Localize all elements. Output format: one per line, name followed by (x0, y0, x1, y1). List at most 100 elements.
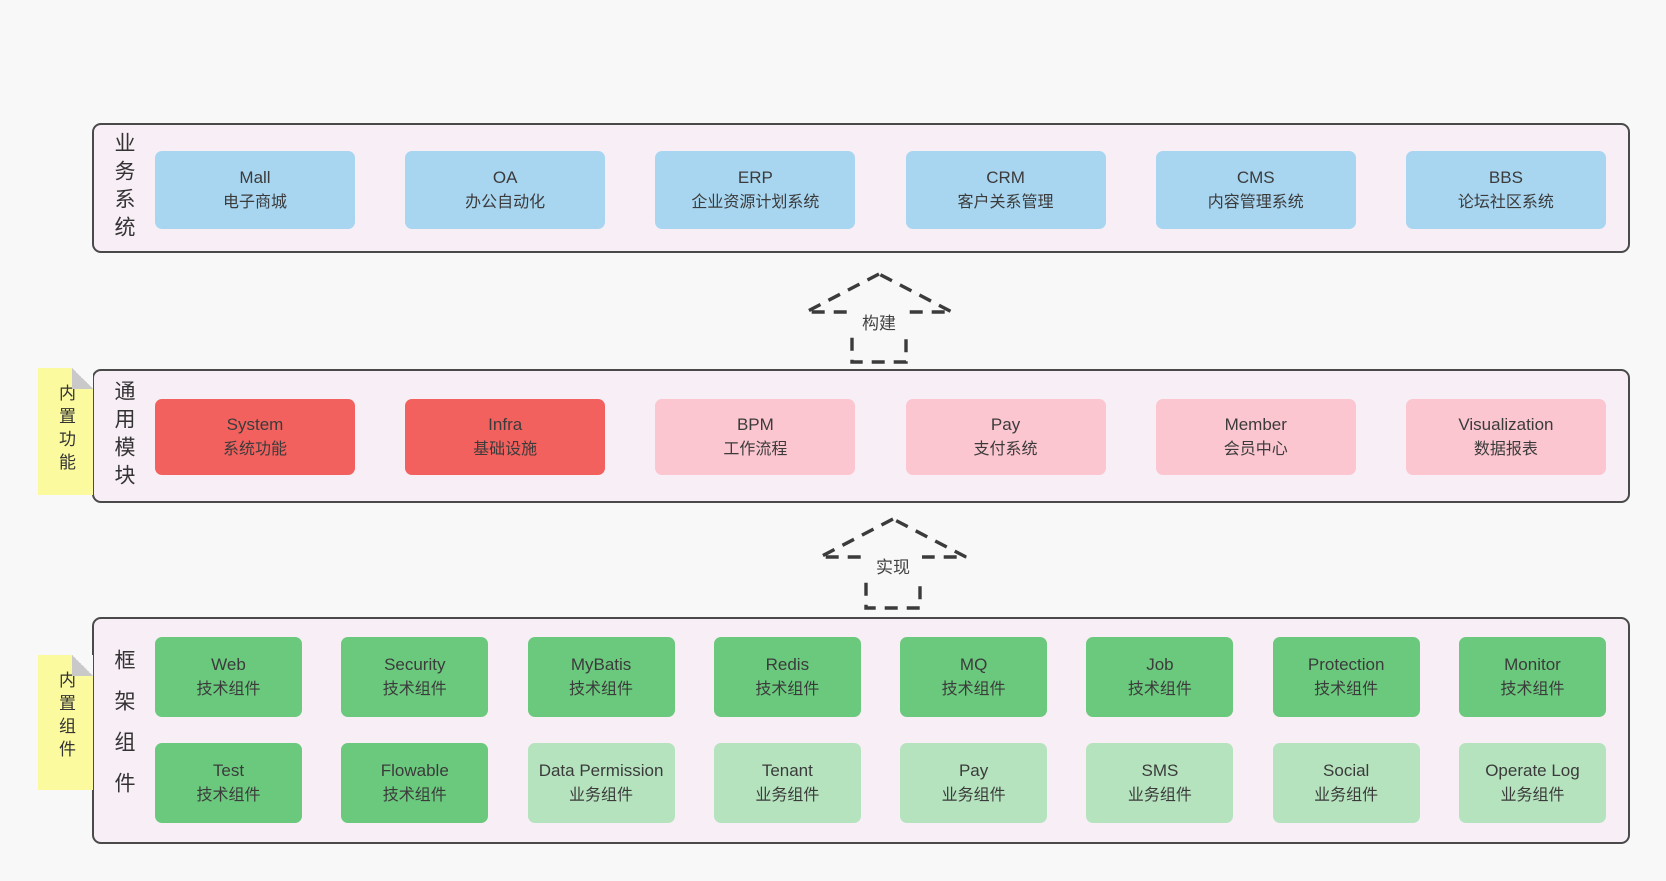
box-subtitle: 电子商城 (222, 194, 287, 211)
box-subtitle: 业务组件 (569, 787, 634, 804)
sticky-fold-corner-icon (72, 368, 93, 389)
box-oa: OA 办公自动化 (405, 151, 606, 229)
box-sms: SMS 业务组件 (1086, 743, 1234, 823)
box-title: Web (211, 655, 246, 674)
box-title: BBS (1488, 168, 1523, 187)
sticky-label: 内置功能 (56, 384, 75, 476)
box-subtitle: 技术组件 (1127, 681, 1192, 698)
box-crm: CRM 客户关系管理 (905, 151, 1106, 229)
panel-modules-side-label: 通用模块 (112, 380, 135, 492)
box-title: MyBatis (570, 655, 632, 674)
box-subtitle: 会员中心 (1223, 441, 1288, 458)
box-title: BPM (736, 415, 774, 434)
box-title: Tenant (761, 761, 813, 780)
box-title: Pay (990, 415, 1021, 434)
box-title: Mall (239, 168, 271, 187)
box-subtitle: 办公自动化 (465, 194, 546, 211)
components-row-1: Web 技术组件 Security 技术组件 MyBatis 技术组件 Redi… (155, 637, 1606, 717)
panel-common-modules: 通用模块 System 系统功能 Infra 基础设施 BPM 工作流程 Pay… (92, 369, 1630, 503)
box-operate-log: Operate Log 业务组件 (1458, 743, 1606, 823)
box-mybatis: MyBatis 技术组件 (527, 637, 675, 717)
box-flowable: Flowable 技术组件 (341, 743, 489, 823)
box-subtitle: 技术组件 (1314, 681, 1379, 698)
components-row-2: Test 技术组件 Flowable 技术组件 Data Permission … (155, 743, 1606, 823)
box-infra: Infra 基础设施 (405, 399, 606, 475)
box-member: Member 会员中心 (1155, 399, 1356, 475)
modules-boxes-row: System 系统功能 Infra 基础设施 BPM 工作流程 Pay 支付系统… (155, 399, 1606, 475)
box-title: Data Permission (538, 761, 664, 780)
arrow-implement-label: 实现 (864, 552, 922, 579)
panel-business-systems: 业务系统 Mall 电子商城 OA 办公自动化 ERP 企业资源计划系统 CRM… (92, 123, 1630, 253)
box-subtitle: 客户关系管理 (957, 194, 1054, 211)
box-data-permission: Data Permission 业务组件 (527, 743, 675, 823)
box-subtitle: 技术组件 (1500, 681, 1565, 698)
panel-framework-components: 框架组件 Web 技术组件 Security 技术组件 MyBatis 技术组件… (92, 617, 1630, 844)
box-job: Job 技术组件 (1086, 637, 1234, 717)
box-mq: MQ 技术组件 (900, 637, 1048, 717)
box-subtitle: 内容管理系统 (1207, 194, 1304, 211)
box-tenant: Tenant 业务组件 (713, 743, 861, 823)
box-title: Infra (488, 415, 523, 434)
arrow-implement-icon (819, 517, 967, 610)
box-title: Protection (1307, 655, 1385, 674)
box-title: Security (384, 655, 446, 674)
box-title: MQ (959, 655, 988, 674)
sticky-fold-corner-icon (72, 655, 93, 676)
box-subtitle: 业务组件 (755, 787, 820, 804)
box-title: ERP (737, 168, 773, 187)
box-test: Test 技术组件 (155, 743, 302, 823)
box-security: Security 技术组件 (341, 637, 489, 717)
box-bpm: BPM 工作流程 (655, 399, 856, 475)
box-title: Test (212, 761, 245, 780)
business-boxes-row: Mall 电子商城 OA 办公自动化 ERP 企业资源计划系统 CRM 客户关系… (155, 151, 1606, 229)
box-subtitle: 基础设施 (473, 441, 538, 458)
box-subtitle: 系统功能 (222, 441, 287, 458)
panel-components-side-label: 框架组件 (112, 648, 135, 813)
arrow-build-label: 构建 (850, 308, 908, 335)
box-title: CRM (986, 168, 1025, 187)
panel-business-side-label: 业务系统 (112, 132, 135, 244)
box-subtitle: 数据报表 (1473, 441, 1538, 458)
box-subtitle: 业务组件 (941, 787, 1006, 804)
box-web: Web 技术组件 (155, 637, 302, 717)
box-visualization: Visualization 数据报表 (1405, 399, 1606, 475)
box-subtitle: 业务组件 (1314, 787, 1379, 804)
box-title: CMS (1236, 168, 1275, 187)
box-subtitle: 业务组件 (1500, 787, 1565, 804)
box-cms: CMS 内容管理系统 (1155, 151, 1356, 229)
box-title: Member (1224, 415, 1287, 434)
box-title: Job (1146, 655, 1174, 674)
box-subtitle: 技术组件 (382, 681, 447, 698)
box-title: OA (492, 168, 518, 187)
box-subtitle: 技术组件 (569, 681, 634, 698)
box-title: Visualization (1458, 415, 1554, 434)
box-redis: Redis 技术组件 (713, 637, 861, 717)
box-title: Pay (958, 761, 989, 780)
box-subtitle: 工作流程 (723, 441, 788, 458)
box-protection: Protection 技术组件 (1272, 637, 1420, 717)
box-title: System (226, 415, 284, 434)
box-title: Social (1323, 761, 1370, 780)
box-subtitle: 论坛社区系统 (1457, 194, 1554, 211)
sticky-built-in-components: 内置组件 (38, 655, 93, 790)
box-erp: ERP 企业资源计划系统 (655, 151, 856, 229)
box-social: Social 业务组件 (1272, 743, 1420, 823)
box-pay-component: Pay 业务组件 (900, 743, 1048, 823)
box-subtitle: 技术组件 (755, 681, 820, 698)
box-bbs: BBS 论坛社区系统 (1405, 151, 1606, 229)
box-pay-module: Pay 支付系统 (905, 399, 1106, 475)
box-title: Flowable (380, 761, 449, 780)
box-title: Operate Log (1485, 761, 1580, 780)
box-subtitle: 技术组件 (941, 681, 1006, 698)
box-monitor: Monitor 技术组件 (1458, 637, 1606, 717)
box-mall: Mall 电子商城 (155, 151, 355, 229)
arrow-build-icon (805, 272, 953, 364)
box-system: System 系统功能 (155, 399, 355, 475)
box-title: Monitor (1504, 655, 1561, 674)
box-subtitle: 业务组件 (1127, 787, 1192, 804)
box-subtitle: 技术组件 (196, 787, 261, 804)
box-subtitle: 技术组件 (196, 681, 261, 698)
box-title: SMS (1141, 761, 1179, 780)
box-subtitle: 技术组件 (382, 787, 447, 804)
